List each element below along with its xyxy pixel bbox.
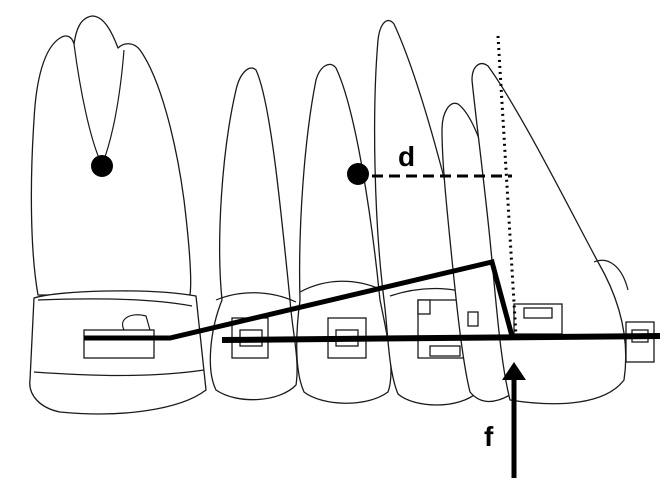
central-incisor-edge (593, 259, 629, 291)
end-tube (625, 321, 655, 363)
force-arrow-head (502, 362, 526, 380)
central-incisor-bracket-slot (523, 307, 553, 319)
canine-bracket-slot-top (417, 299, 431, 315)
molar-crown-root (30, 15, 192, 296)
premolar-tooth-1 (209, 67, 298, 401)
molar-tooth (29, 15, 207, 415)
distance-label: d (398, 141, 415, 172)
force-line-of-action (496, 35, 518, 337)
main-archwire (221, 333, 661, 343)
force-label: f (484, 421, 494, 452)
canine-bracket-slot-bottom (429, 345, 461, 357)
molar-tube-hook (122, 314, 151, 331)
premolar-1-cej (215, 292, 297, 303)
central-incisor-tooth (471, 63, 655, 405)
cantilever-spring (84, 259, 515, 341)
premolar-2-cej (299, 280, 383, 293)
molar-band-bottom (33, 369, 205, 377)
premolar-1-outline (209, 67, 298, 401)
molar-center-of-resistance (91, 155, 113, 177)
premolar-2-outline (296, 63, 392, 404)
canine-center-of-resistance (347, 163, 369, 185)
molar-tube (83, 329, 155, 359)
canine-tooth (373, 19, 484, 406)
central-incisor-outline (471, 63, 627, 405)
lateral-incisor-bracket-slot (467, 311, 479, 327)
molar-band-top (37, 298, 193, 307)
